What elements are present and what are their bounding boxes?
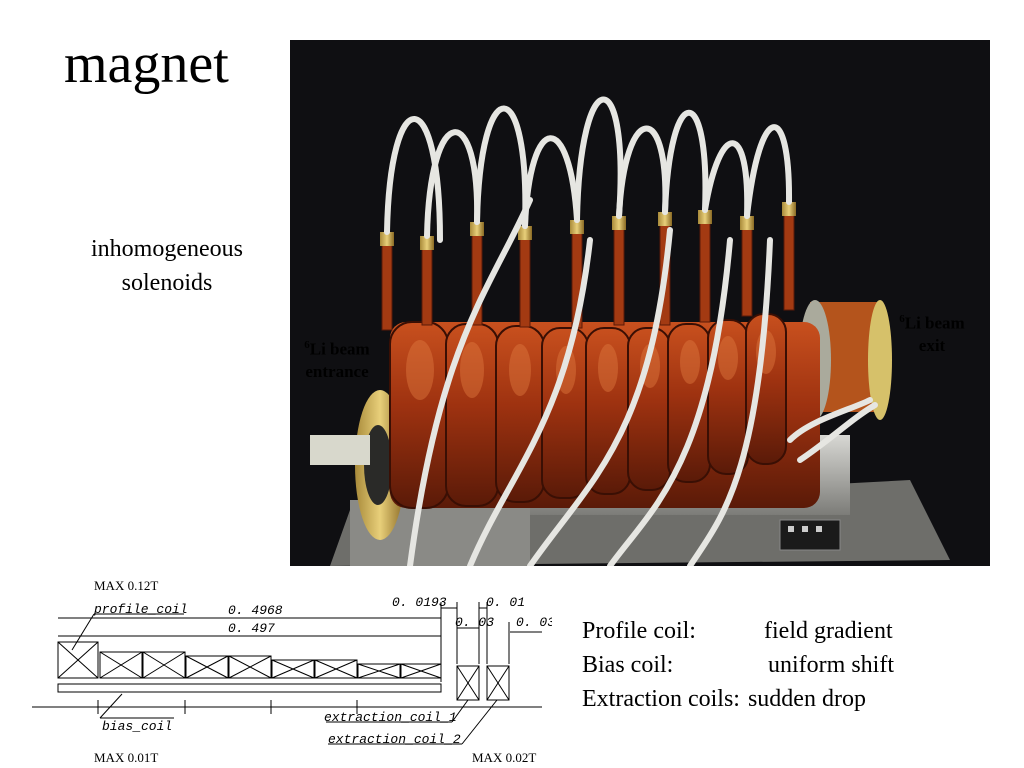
legend-coil-name: Extraction coils:	[582, 686, 740, 712]
max-bias-label: MAX 0.01T	[94, 750, 158, 765]
dimension-label: 0. 03	[516, 615, 552, 630]
extraction-coil-1-label: extraction_coil_1	[324, 710, 457, 725]
legend-coil-effect: field gradient	[764, 618, 893, 644]
legend-coil-effect: sudden drop	[747, 686, 866, 712]
isotope-superscript: 6	[304, 339, 310, 351]
legend-coil-name: Bias coil:	[582, 652, 674, 678]
max-extraction-label: MAX 0.02T	[472, 750, 536, 765]
beam-label-text: Li beam	[904, 313, 965, 333]
coil-diagram: MAX 0.12T profile_coil 0. 4968 0. 497 0.…	[32, 578, 552, 765]
dimension-label: 0. 01	[486, 595, 525, 610]
dimension-label: 0. 497	[228, 621, 275, 636]
beam-label-text: Li beam	[309, 339, 370, 359]
legend-row: Bias coil: uniform shift	[582, 648, 894, 682]
beam-label-text: entrance	[305, 361, 369, 381]
extraction-coil-2-label: extraction_coil_2	[328, 732, 461, 747]
beam-entrance-label: 6Li beam entrance	[292, 334, 382, 383]
beam-label-text: exit	[918, 335, 946, 355]
dimension-label: 0. 03	[455, 615, 494, 630]
subtitle-line-2: solenoids	[121, 270, 213, 296]
subtitle-line-1: inhomogeneous	[91, 236, 243, 262]
bias-coil-label: bias_coil	[102, 719, 172, 734]
profile-coil-label: profile_coil	[93, 602, 188, 617]
beam-exit-label: 6Li beam exit	[886, 308, 978, 357]
dimension-label: 0. 4968	[228, 603, 283, 618]
magnet-photo	[290, 40, 990, 566]
slide-title: magnet	[64, 33, 229, 95]
dimension-label: 0. 0193	[392, 595, 447, 610]
legend-coil-name: Profile coil:	[582, 618, 696, 644]
legend-row: Profile coil: field gradient	[582, 614, 893, 648]
slide-subtitle: inhomogeneous solenoids	[62, 232, 272, 300]
legend-row: Extraction coils: sudden drop	[582, 682, 866, 716]
isotope-superscript: 6	[899, 313, 905, 325]
max-profile-label: MAX 0.12T	[94, 578, 158, 593]
legend-coil-effect: uniform shift	[768, 652, 894, 678]
